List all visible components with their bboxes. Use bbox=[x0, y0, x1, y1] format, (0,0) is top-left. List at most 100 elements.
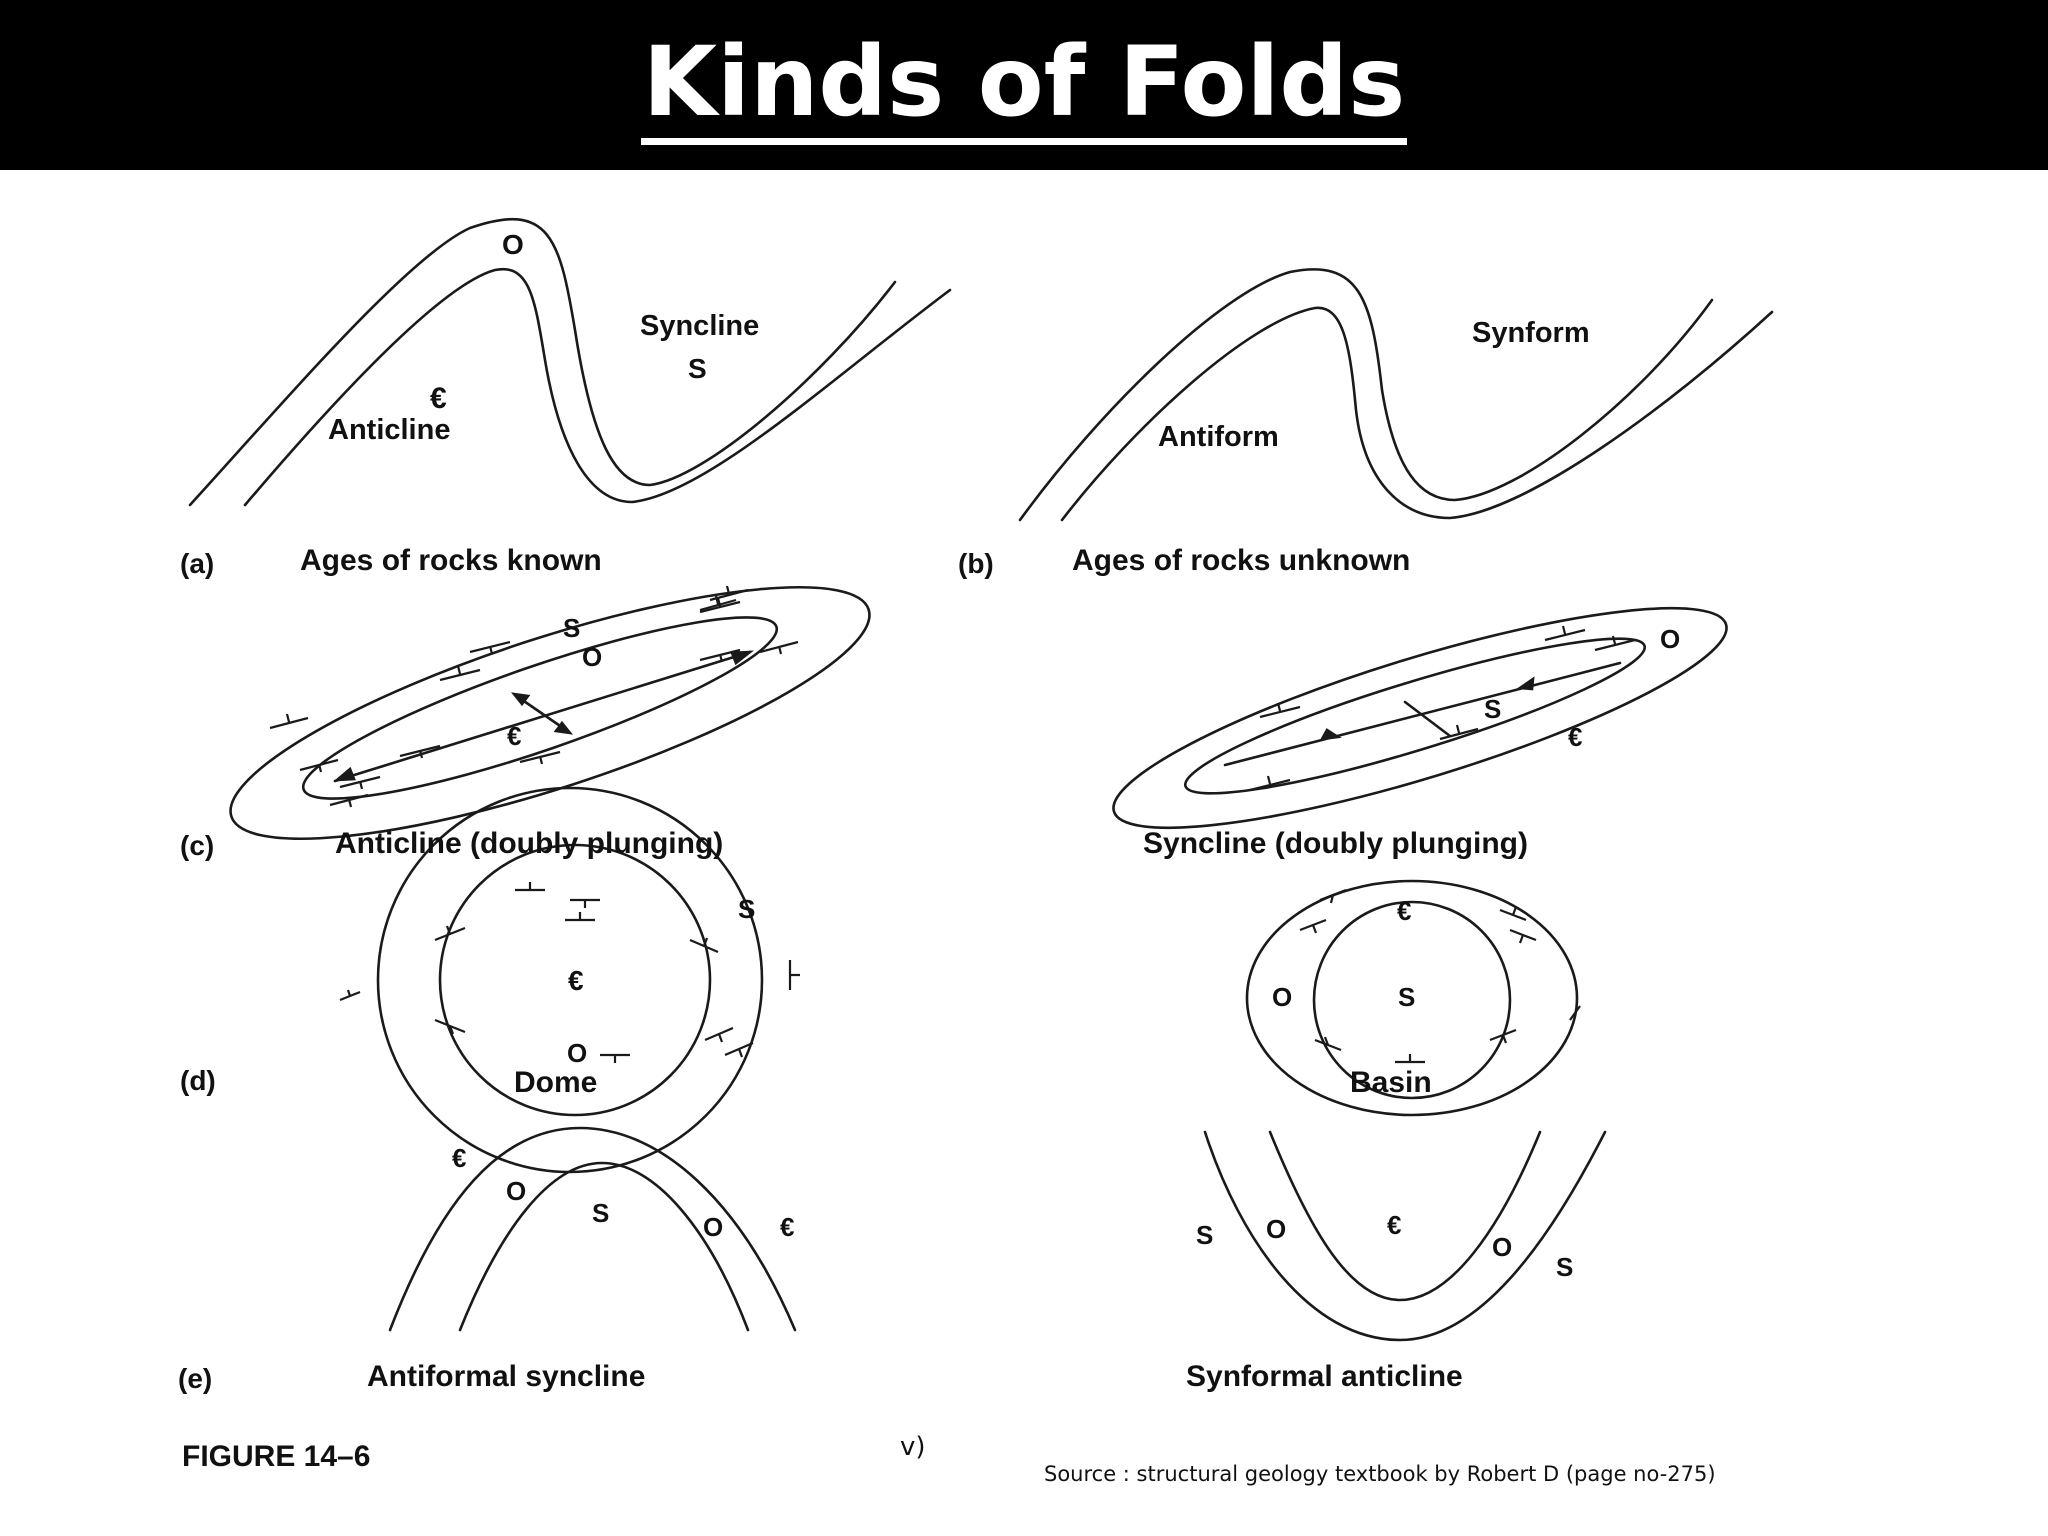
panel-d-letter: (d) bbox=[180, 1065, 216, 1096]
panel-d-strike-dip-tick bbox=[570, 898, 600, 908]
panel-a-label-S: S bbox=[688, 353, 707, 384]
panel-c-strike-dip-tick bbox=[399, 744, 441, 759]
panel-c-strike-dip-tick bbox=[519, 750, 561, 765]
slide-title: Kinds of Folds bbox=[0, 26, 2048, 145]
panel-e-right-outer-layer bbox=[1203, 1130, 1607, 1342]
panel-d-strike-dip-tick bbox=[788, 960, 800, 990]
panel-e-left-label-O-1: O bbox=[506, 1176, 526, 1206]
panel-d-left-caption: Dome bbox=[514, 1066, 597, 1099]
panel-e-right-inner-layer bbox=[1268, 1130, 1542, 1302]
panel-e-left-label-cambrian-1: € bbox=[452, 1143, 466, 1173]
panel-c-right-label-O: O bbox=[1660, 624, 1680, 654]
panel-c-letter: (c) bbox=[180, 830, 214, 861]
panel-c-right-axis-arrow-in-right bbox=[1516, 676, 1535, 691]
panel-captions: (a) Ages of rocks known (b) Ages of rock… bbox=[178, 544, 1528, 1473]
panel-c-strike-dip-tick bbox=[759, 640, 799, 655]
footer-mark: v) bbox=[900, 1432, 926, 1462]
panel-c-left-axis-arrow-ne bbox=[730, 650, 755, 666]
panel-c-strike-dip-tick bbox=[299, 758, 339, 773]
panel-c-strike-dip-tick bbox=[709, 585, 749, 602]
panel-d-strike-dip-tick bbox=[1319, 888, 1347, 904]
title-bar bbox=[0, 0, 2048, 170]
source-citation: Source : structural geology textbook by … bbox=[1044, 1462, 1716, 1486]
panel-e-right-label-cambrian: € bbox=[1387, 1210, 1401, 1240]
panel-c-strike-dip-tick bbox=[439, 665, 481, 682]
panel-d-strike-dip-tick bbox=[1489, 1028, 1517, 1044]
panel-d-right-label-O: O bbox=[1272, 982, 1292, 1012]
panel-d-right-outer-contact bbox=[1245, 879, 1579, 1117]
panel-c-left-label-S: S bbox=[563, 613, 580, 643]
panel-d-right-inner-contact bbox=[1312, 900, 1512, 1100]
panel-e-right-label-O-2: O bbox=[1492, 1232, 1512, 1262]
panel-c-strike-dip-tick bbox=[329, 793, 369, 808]
panel-a-label-syncline: Syncline bbox=[640, 310, 759, 342]
panel-a-inner-layer bbox=[243, 267, 952, 507]
panel-d-strike-dip-tick bbox=[724, 1041, 754, 1058]
panel-e-left-caption: Antiformal syncline bbox=[367, 1360, 645, 1393]
panel-c-strike-dip-tick bbox=[1544, 625, 1586, 642]
panel-e-left-label-O-2: O bbox=[703, 1212, 723, 1242]
panel-e-letter: (e) bbox=[178, 1363, 212, 1394]
panel-c-strike-dip-tick bbox=[469, 640, 511, 655]
panel-c-right-label-cambrian: € bbox=[1568, 722, 1582, 752]
panel-a-outer-layer bbox=[188, 217, 897, 507]
panel-c-left-label-O: O bbox=[582, 642, 602, 672]
panel-d-strike-dip-tick bbox=[1299, 918, 1327, 934]
panel-a-label-cambrian: € bbox=[430, 382, 447, 415]
panel-d-strike-dip-tick bbox=[1499, 906, 1527, 922]
panel-d-strike-dip-tick bbox=[339, 989, 361, 1002]
strike-dip-symbols bbox=[269, 585, 1636, 1064]
panel-d-right-label-cambrian: € bbox=[1397, 896, 1411, 926]
panel-d-strike-dip-tick bbox=[1314, 1036, 1342, 1052]
panel-d-strike-dip-tick bbox=[1509, 928, 1537, 944]
panel-d-strike-dip-tick bbox=[565, 912, 595, 922]
panel-e-right-label-S-1: S bbox=[1196, 1220, 1213, 1250]
panel-c-left-dip-arrow-down bbox=[553, 720, 574, 735]
panel-d-strike-dip-tick bbox=[1569, 1005, 1581, 1021]
panel-a-letter: (a) bbox=[180, 548, 214, 579]
panel-e-left-outer-layer bbox=[388, 1126, 797, 1332]
panel-c-left-caption: Anticline (doubly plunging) bbox=[335, 827, 723, 860]
panel-c-right-inner-contact bbox=[1183, 637, 1647, 795]
panel-d-strike-dip-tick bbox=[434, 1018, 466, 1035]
panel-d-left-label-cambrian: € bbox=[568, 965, 584, 996]
panel-c-strike-dip-tick bbox=[1594, 635, 1636, 652]
panel-c-right-outer-contact bbox=[1112, 606, 1728, 830]
panel-d-left-inner-contact bbox=[438, 843, 712, 1117]
panel-d-strike-dip-tick bbox=[600, 1053, 630, 1063]
panel-b-label-antiform: Antiform bbox=[1158, 421, 1279, 453]
panel-c-left-axis-arrow-sw bbox=[333, 766, 356, 782]
panel-c-right-dip-arrow bbox=[1403, 700, 1452, 738]
panel-b-letter: (b) bbox=[958, 548, 994, 579]
panel-c-left-dip-arrow bbox=[516, 695, 568, 732]
panel-a-label-anticline: Anticline bbox=[328, 414, 450, 446]
panel-c-left-inner-contact bbox=[301, 616, 779, 800]
panel-d-strike-dip-tick bbox=[689, 937, 719, 954]
panel-d-strike-dip-tick bbox=[704, 1026, 734, 1043]
panel-a-label-O: O bbox=[502, 229, 524, 260]
panel-c-right-axis-arrow-in-left bbox=[1319, 728, 1342, 741]
figure-number: FIGURE 14–6 bbox=[182, 1440, 370, 1473]
panel-b-outer-layer bbox=[1018, 268, 1714, 522]
panel-c-left-outer-contact bbox=[229, 585, 871, 841]
panel-c-strike-dip-tick bbox=[269, 713, 309, 730]
panel-e-right-label-S-2: S bbox=[1556, 1252, 1573, 1282]
panel-c-right-label-S: S bbox=[1484, 694, 1501, 724]
panel-b-inner-layer bbox=[1060, 306, 1774, 522]
panel-c-strike-dip-tick bbox=[339, 775, 381, 790]
panel-b-caption: Ages of rocks unknown bbox=[1072, 544, 1410, 577]
panel-d-strike-dip-tick bbox=[1395, 1054, 1425, 1064]
panel-e-left-label-S: S bbox=[592, 1198, 609, 1228]
panel-e-left-label-cambrian-2: € bbox=[780, 1212, 794, 1242]
panel-d-strike-dip-tick bbox=[515, 882, 545, 892]
panel-e-right-label-O-1: O bbox=[1266, 1214, 1286, 1244]
panel-c-left-dip-arrow-up bbox=[510, 692, 531, 707]
panel-c-strike-dip-tick bbox=[1249, 775, 1291, 792]
panel-c-strike-dip-tick bbox=[1259, 702, 1301, 719]
panel-c-right-caption: Syncline (doubly plunging) bbox=[1143, 827, 1528, 860]
panel-c-strike-dip-tick bbox=[1439, 724, 1479, 741]
panel-e-right-caption: Synformal anticline bbox=[1186, 1360, 1463, 1393]
panel-d-left-label-S: S bbox=[738, 894, 755, 924]
panel-b-label-synform: Synform bbox=[1472, 317, 1590, 349]
